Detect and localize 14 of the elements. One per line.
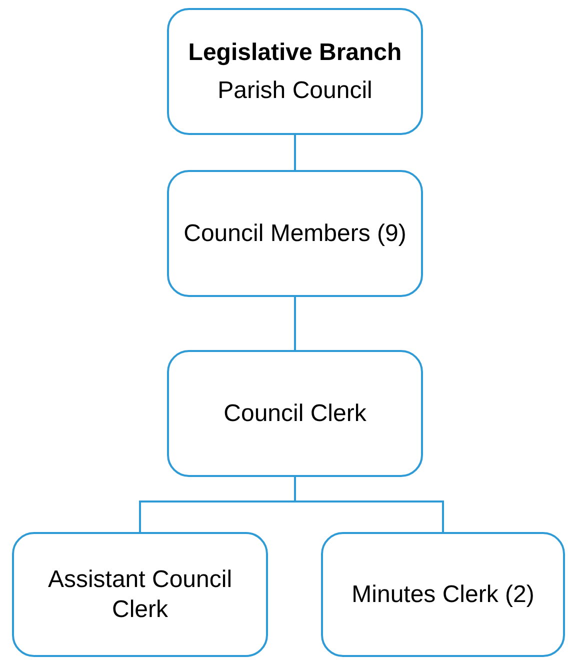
box-label: Minutes Clerk (2): [352, 580, 534, 610]
box-label: Parish Council: [218, 76, 372, 106]
connector-line: [294, 135, 296, 170]
box-heading: Legislative Branch: [188, 38, 402, 68]
box-label: Council Clerk: [224, 398, 366, 428]
org-box: [167, 8, 423, 135]
box-label: Council Members (9): [184, 218, 406, 248]
org-box: [321, 532, 565, 657]
org-box: [12, 532, 268, 657]
org-box: [167, 170, 423, 297]
org-box: [167, 350, 423, 477]
box-label: Assistant Council Clerk: [46, 564, 234, 624]
connector-line: [294, 477, 444, 532]
connector-line: [294, 297, 296, 350]
